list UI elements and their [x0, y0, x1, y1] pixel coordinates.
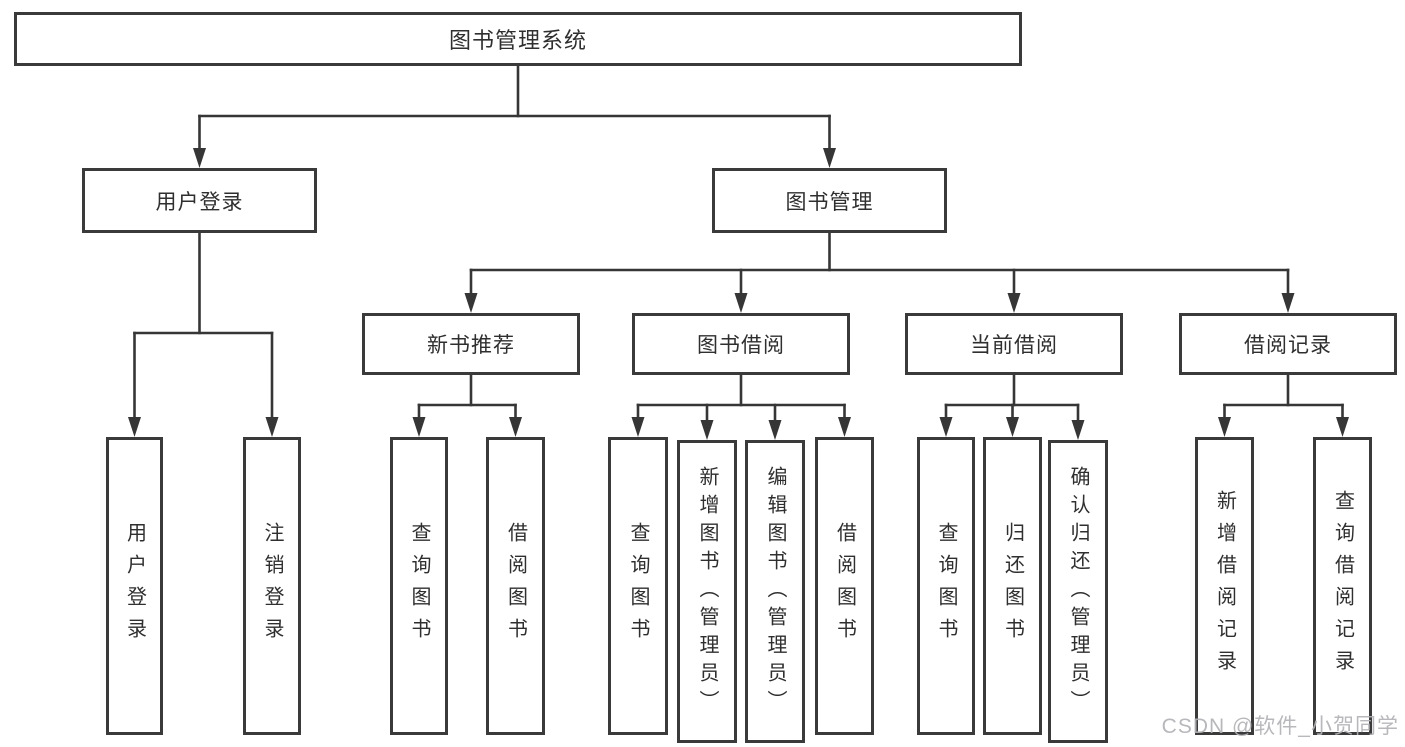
leaf-borrow-edit-books-admin: 编辑图书（管理员）: [745, 440, 805, 743]
node-book-borrow: 图书借阅: [632, 313, 850, 375]
leaf-borrow-query-books: 查询图书: [608, 437, 668, 735]
leaf-current-confirm-return-admin: 确认归还（管理员）: [1048, 440, 1108, 743]
leaf-logout: 注销登录: [243, 437, 301, 735]
leaf-recommend-borrow-books: 借阅图书: [486, 437, 545, 735]
leaf-records-add-record: 新增借阅记录: [1195, 437, 1254, 735]
leaf-borrow-add-books-admin: 新增图书（管理员）: [677, 440, 737, 743]
node-book-management: 图书管理: [712, 168, 947, 233]
leaf-current-query-books: 查询图书: [917, 437, 975, 735]
leaf-recommend-query-books: 查询图书: [390, 437, 448, 735]
leaf-borrow-borrow-books: 借阅图书: [815, 437, 874, 735]
leaf-user-login: 用户登录: [106, 437, 163, 735]
node-borrow-records: 借阅记录: [1179, 313, 1397, 375]
node-new-book-recommend: 新书推荐: [362, 313, 580, 375]
leaf-current-return-books: 归还图书: [983, 437, 1042, 735]
leaf-records-query-record: 查询借阅记录: [1313, 437, 1372, 735]
node-current-borrow: 当前借阅: [905, 313, 1123, 375]
csdn-watermark: CSDN @软件_小贺同学: [1161, 715, 1399, 738]
node-root: 图书管理系统: [14, 12, 1022, 66]
node-user-login: 用户登录: [82, 168, 317, 233]
